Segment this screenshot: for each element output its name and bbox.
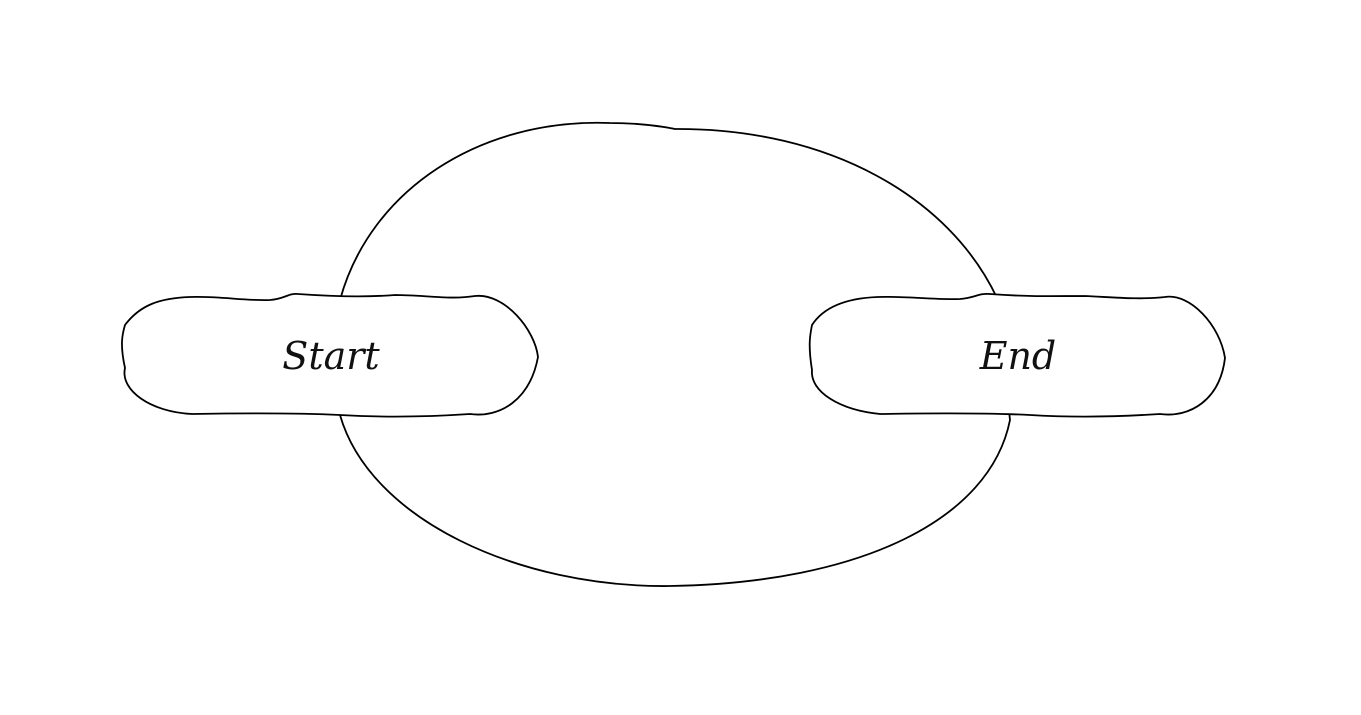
start-node-label: Start (282, 334, 380, 378)
start-node-shape (121, 293, 539, 418)
end-node-label: End (979, 334, 1057, 378)
start-node[interactable]: Start (121, 293, 539, 418)
end-node[interactable]: End (808, 292, 1226, 418)
connector-ellipse (339, 121, 1011, 587)
end-node-shape (808, 292, 1226, 418)
